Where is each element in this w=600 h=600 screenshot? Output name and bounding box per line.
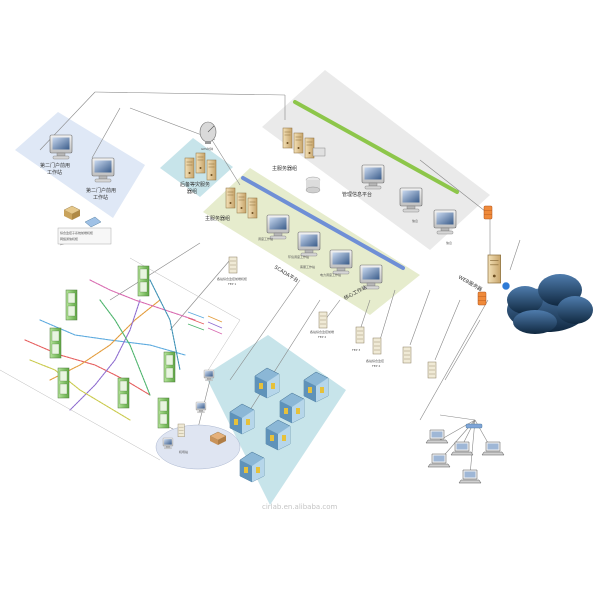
laptop-icon — [458, 469, 482, 484]
watermark: cirlab.en.alibaba.com — [262, 503, 338, 511]
server-icon — [247, 197, 258, 219]
firewall-icon — [483, 205, 493, 220]
legend-card-text: 综合监控子系统前端机柜 网络通信机柜 — [60, 230, 94, 241]
laptop-icon — [427, 453, 451, 468]
info-platform-label: 管理信息平台 — [342, 191, 372, 198]
laptop-icon — [425, 429, 449, 444]
panel-workstations — [15, 112, 145, 218]
server-icon — [282, 127, 293, 149]
rack-icon — [228, 256, 238, 274]
legend-card: 综合监控子系统前端机柜 网络通信机柜 — [57, 205, 112, 245]
server-icon — [195, 152, 206, 174]
cabinet-icon — [137, 265, 150, 297]
cabinet-icon — [117, 377, 130, 409]
desktop-icon — [195, 401, 207, 414]
bus-info-platform — [293, 100, 459, 194]
cabinet-icon — [65, 289, 78, 321]
storage-icon — [305, 176, 321, 194]
monitor-tag-1: 信息 — [412, 218, 418, 223]
server-icon — [293, 132, 304, 154]
branch-station-label: 机场站 — [179, 449, 188, 454]
cabinet-icon — [163, 351, 176, 383]
main-server-mid-label: 主服务器组 — [205, 215, 230, 222]
ws-label-4: 客服工作站 — [300, 264, 315, 269]
firewall-icon — [477, 291, 487, 306]
workstation-label-2: 第二门户前用工作站 — [86, 187, 116, 201]
panel-stations — [205, 335, 346, 505]
globe-icon — [501, 281, 511, 291]
web-server-icon — [487, 254, 502, 284]
server-icon — [206, 159, 217, 181]
bus-scada — [241, 176, 405, 270]
cabinet-icon — [157, 397, 170, 429]
rack-icon — [372, 337, 382, 355]
server-icon — [236, 192, 247, 214]
server-icon — [304, 137, 315, 159]
rack-icon — [427, 361, 437, 379]
web-server-label: WEB服务器 — [457, 274, 483, 293]
server-icon — [184, 157, 195, 179]
router-icon — [465, 423, 483, 429]
rack-icon — [177, 423, 185, 437]
cloud-icon — [507, 274, 593, 334]
rack-icon — [355, 326, 365, 344]
house-icon — [239, 451, 265, 483]
rack-icon — [402, 346, 412, 364]
server-icon — [225, 187, 236, 209]
connection-lines — [39, 91, 521, 476]
satellite-label: GPS时钟 — [201, 146, 213, 151]
printer-icon — [312, 147, 326, 157]
workstation-label-1: 第二门户前用工作站 — [40, 162, 70, 176]
metro-map — [24, 279, 196, 421]
cabinet-icon — [49, 327, 62, 359]
satellite-dish-icon — [199, 121, 217, 144]
ws-label-1: 调度工作站 — [258, 236, 273, 241]
ws-label-2: 环境调度工作站 — [288, 254, 309, 259]
fep-label-3: FEP 3 — [352, 348, 360, 352]
rack-icon — [318, 311, 328, 329]
switch-icon — [209, 431, 227, 445]
map-legend — [187, 311, 223, 335]
main-server-top-label: 主服务器组 — [272, 165, 297, 172]
monitor-tag-2: 信息 — [446, 240, 452, 245]
laptop-icon — [481, 441, 505, 456]
backup-server-label: 后备等灾服务器组 — [180, 181, 210, 195]
cabinet-icon — [57, 367, 70, 399]
ws-label-3: 电力调度工作站 — [320, 272, 341, 277]
